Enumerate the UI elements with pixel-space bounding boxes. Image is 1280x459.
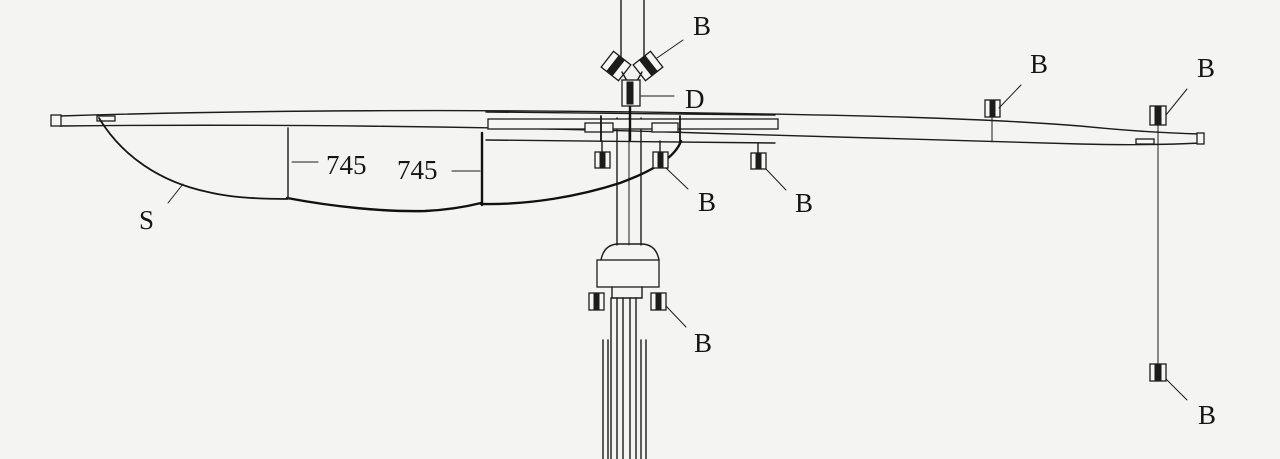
label-halyard: D <box>685 84 705 114</box>
block-halyard <box>621 79 641 107</box>
label-measure-right: 745 <box>397 155 438 185</box>
blocks <box>588 50 1167 382</box>
label-sail: S <box>139 205 155 235</box>
block-top-left <box>600 50 632 82</box>
block-top-right <box>632 50 664 82</box>
block-yard-right <box>984 99 1001 143</box>
yard-sling <box>485 104 779 144</box>
label-block-bottom: B <box>1198 400 1217 430</box>
block-under-yard-3 <box>750 142 767 170</box>
leader-lines <box>167 39 1188 401</box>
block-collar-right <box>650 292 667 311</box>
label-block-collar: B <box>694 328 713 358</box>
mast-collar <box>596 243 660 299</box>
yard <box>50 109 1205 146</box>
block-under-yard-1 <box>594 140 611 169</box>
label-block-yard-end: B <box>1197 53 1216 83</box>
label-block-under-yard: B <box>698 187 717 217</box>
mast-lower-staves <box>602 297 647 459</box>
label-block-under-yard-right: B <box>795 188 814 218</box>
block-yard-end <box>1149 105 1167 126</box>
label-block-yard: B <box>1030 49 1049 79</box>
label-measure-left: 745 <box>326 150 367 180</box>
block-under-yard-2 <box>652 140 669 169</box>
block-collar-left <box>588 292 605 311</box>
label-block-top: B <box>693 11 712 41</box>
block-hanging-bottom <box>1149 363 1167 382</box>
